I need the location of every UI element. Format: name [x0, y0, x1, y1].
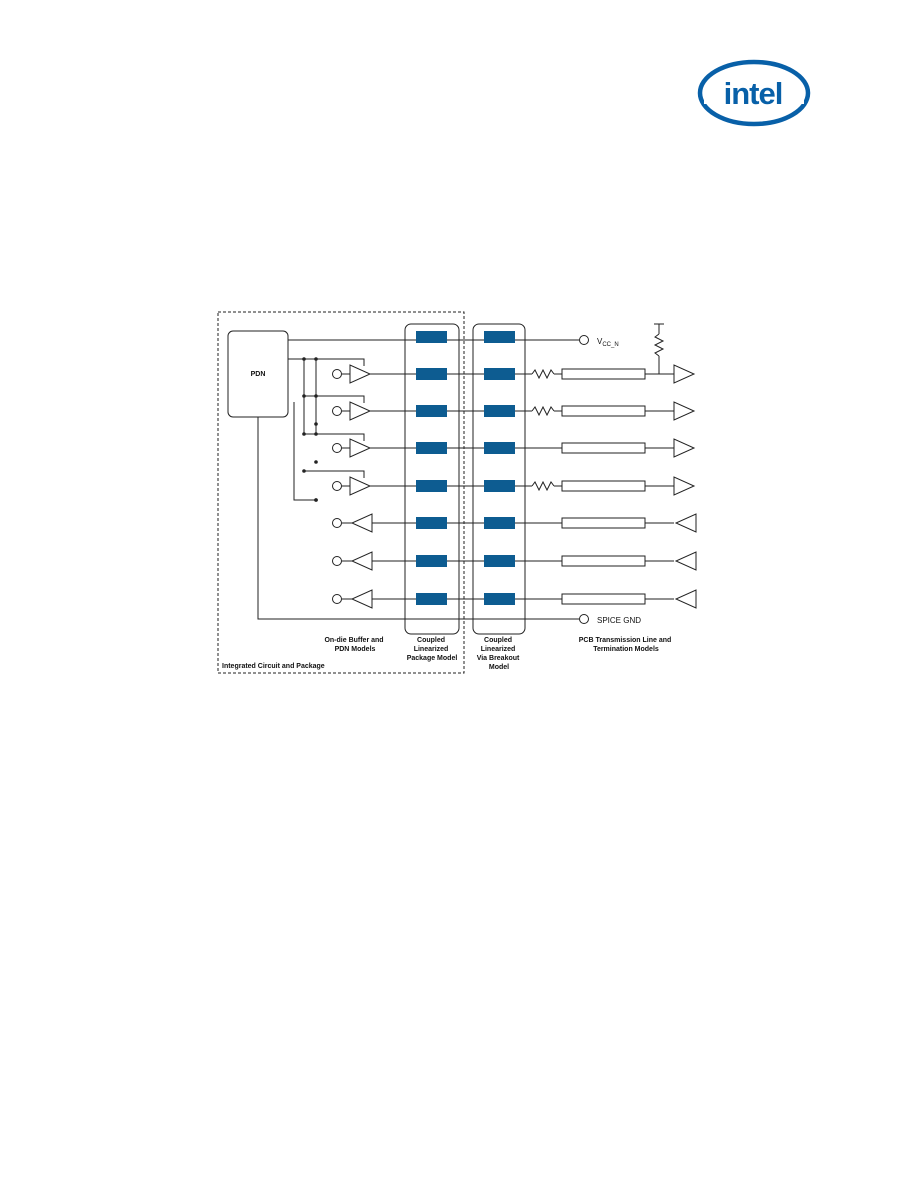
- transmission-line: [561, 480, 646, 492]
- pdn-label: PDN: [251, 371, 266, 378]
- driver-buffer: [349, 364, 372, 384]
- receiver-buffer: [350, 589, 373, 609]
- receiver-buffer: [673, 364, 696, 384]
- junction-dot: [302, 357, 306, 361]
- pad-terminal: [332, 443, 342, 453]
- junction-dot: [302, 432, 306, 436]
- package-model-block: [416, 555, 447, 567]
- junction-dot: [314, 432, 318, 436]
- via-model-label: Coupled Linearized Via Breakout Model: [477, 637, 522, 671]
- junction-dot: [302, 469, 306, 473]
- receiver-buffer: [350, 551, 373, 571]
- driver-buffer: [674, 513, 697, 533]
- driver-buffer: [674, 551, 697, 571]
- transmission-line: [561, 405, 646, 417]
- package-model-block: [416, 368, 447, 380]
- series-resistor: [531, 480, 555, 492]
- termination-resistor: [653, 333, 665, 357]
- vcc-label: VCC_N: [597, 337, 619, 348]
- transmission-line: [561, 555, 646, 567]
- block-diagram: PDN VCC_N SPICE GND On-die Buffer and PD…: [217, 311, 697, 674]
- package-model-block: [416, 405, 447, 417]
- receiver-buffer: [673, 438, 696, 458]
- resistor-gap: [532, 407, 554, 415]
- via-model-block: [484, 442, 515, 454]
- transmission-line: [561, 593, 646, 605]
- package-model-block: [416, 480, 447, 492]
- pad-terminal: [332, 594, 342, 604]
- transmission-line: [561, 442, 646, 454]
- via-model-block: [484, 555, 515, 567]
- ic-package-boundary: [217, 311, 465, 674]
- logo-wordmark: intel: [724, 76, 783, 111]
- package-model-label: Coupled Linearized Package Model: [407, 637, 458, 662]
- resistor-gap: [532, 482, 554, 490]
- ic-package-label: Integrated Circuit and Package: [222, 663, 325, 670]
- logo-swoosh: [697, 59, 811, 127]
- pdn-rail: [316, 433, 365, 441]
- package-model-block: [416, 593, 447, 605]
- junction-dot: [314, 498, 318, 502]
- components: [302, 331, 697, 624]
- via-model-block: [484, 331, 515, 343]
- via-model-block: [484, 517, 515, 529]
- pad-terminal: [332, 369, 342, 379]
- pad-terminal: [332, 481, 342, 491]
- junction-dot: [314, 394, 318, 398]
- receiver-buffer: [673, 476, 696, 496]
- via-model-frame: [472, 323, 526, 635]
- via-model-block: [484, 480, 515, 492]
- driver-buffer: [349, 438, 372, 458]
- package-model-frame: [404, 323, 460, 635]
- gnd-net: [257, 417, 579, 620]
- junction-dot: [314, 357, 318, 361]
- series-resistor: [531, 368, 555, 380]
- driver-buffer: [349, 401, 372, 421]
- intel-logo: intel: [697, 59, 811, 127]
- via-model-block: [484, 405, 515, 417]
- pdn-rail: [316, 358, 365, 366]
- pad-terminal: [332, 518, 342, 528]
- driver-buffer: [674, 589, 697, 609]
- via-model-block: [484, 368, 515, 380]
- spice-gnd-label: SPICE GND: [597, 616, 641, 625]
- vcc-terminal: [579, 335, 589, 345]
- pdn-rail: [316, 395, 365, 403]
- buffer-models-label: On-die Buffer and PDN Models: [324, 637, 385, 653]
- pad-terminal: [332, 406, 342, 416]
- series-resistor: [531, 405, 555, 417]
- junction-dot: [302, 394, 306, 398]
- transmission-line: [561, 517, 646, 529]
- package-model-block: [416, 331, 447, 343]
- pdn-rail: [316, 470, 365, 478]
- pdn-block: [227, 330, 289, 418]
- driver-buffer: [349, 476, 372, 496]
- receiver-buffer: [350, 513, 373, 533]
- wires: [257, 323, 674, 620]
- spice-gnd-terminal: [579, 614, 589, 624]
- transmission-line: [561, 368, 646, 380]
- pcb-models-label: PCB Transmission Line and Termination Mo…: [579, 637, 674, 653]
- package-model-block: [416, 442, 447, 454]
- package-model-block: [416, 517, 447, 529]
- pad-terminal: [332, 556, 342, 566]
- junction-dot: [314, 422, 318, 426]
- pdn-rail: [293, 402, 316, 501]
- resistor-gap: [532, 370, 554, 378]
- via-model-block: [484, 593, 515, 605]
- junction-dot: [314, 460, 318, 464]
- receiver-buffer: [673, 401, 696, 421]
